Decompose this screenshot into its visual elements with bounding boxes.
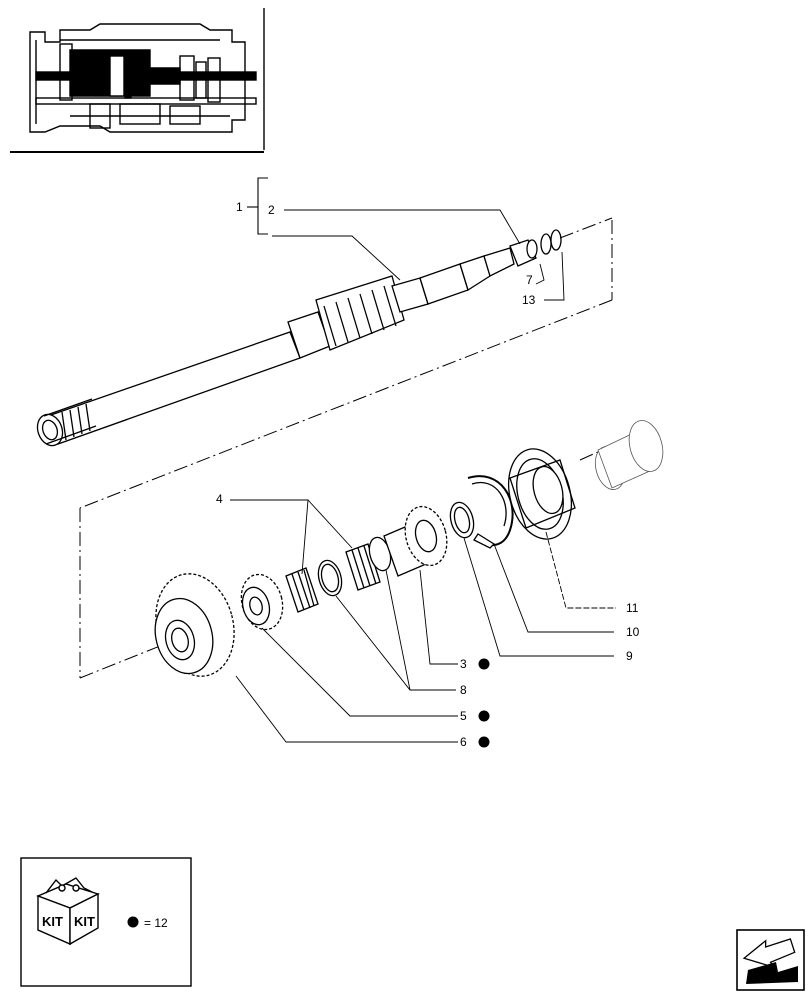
callout-7: 7 bbox=[526, 273, 533, 287]
callout-8: 8 bbox=[460, 683, 467, 697]
kit-box-icon bbox=[36, 877, 100, 946]
kit-word-right: KIT bbox=[74, 914, 95, 929]
callout-4: 4 bbox=[216, 492, 223, 506]
callout-1: 1 bbox=[236, 200, 243, 214]
kit-legend-box: KIT KIT = 12 bbox=[20, 857, 192, 987]
gear-5 bbox=[240, 573, 284, 631]
callout-bracket-1 bbox=[247, 177, 268, 235]
callout-10: 10 bbox=[626, 625, 640, 639]
gear-3 bbox=[383, 505, 448, 577]
transmission-thumbnail-icon bbox=[10, 8, 265, 153]
legend-equals: = 12 bbox=[144, 916, 168, 930]
callout-9: 9 bbox=[626, 649, 633, 663]
lower-exploded-parts bbox=[154, 420, 664, 677]
next-page-arrow-icon[interactable] bbox=[736, 929, 805, 991]
synchronizer-11 bbox=[508, 448, 576, 540]
kit-dot-5 bbox=[478, 710, 490, 722]
leader-lines bbox=[230, 209, 616, 743]
callout-5: 5 bbox=[460, 709, 467, 723]
callout-11: 11 bbox=[626, 601, 639, 615]
callout-3: 3 bbox=[460, 657, 467, 671]
callout-2: 2 bbox=[268, 203, 275, 217]
kit-dot-3 bbox=[478, 658, 490, 670]
callout-6: 6 bbox=[460, 735, 467, 749]
callout-13: 13 bbox=[522, 293, 536, 307]
kit-word-left: KIT bbox=[42, 914, 63, 929]
callout-labels: 1 2 7 13 4 11 10 9 3 8 5 6 bbox=[216, 200, 640, 749]
main-shaft-assembly bbox=[36, 229, 562, 447]
kit-dot-6 bbox=[478, 736, 490, 748]
legend-dot bbox=[127, 916, 139, 928]
hub-ghost bbox=[594, 420, 664, 490]
needle-bearing-a bbox=[285, 567, 319, 613]
gear-6 bbox=[154, 573, 235, 677]
